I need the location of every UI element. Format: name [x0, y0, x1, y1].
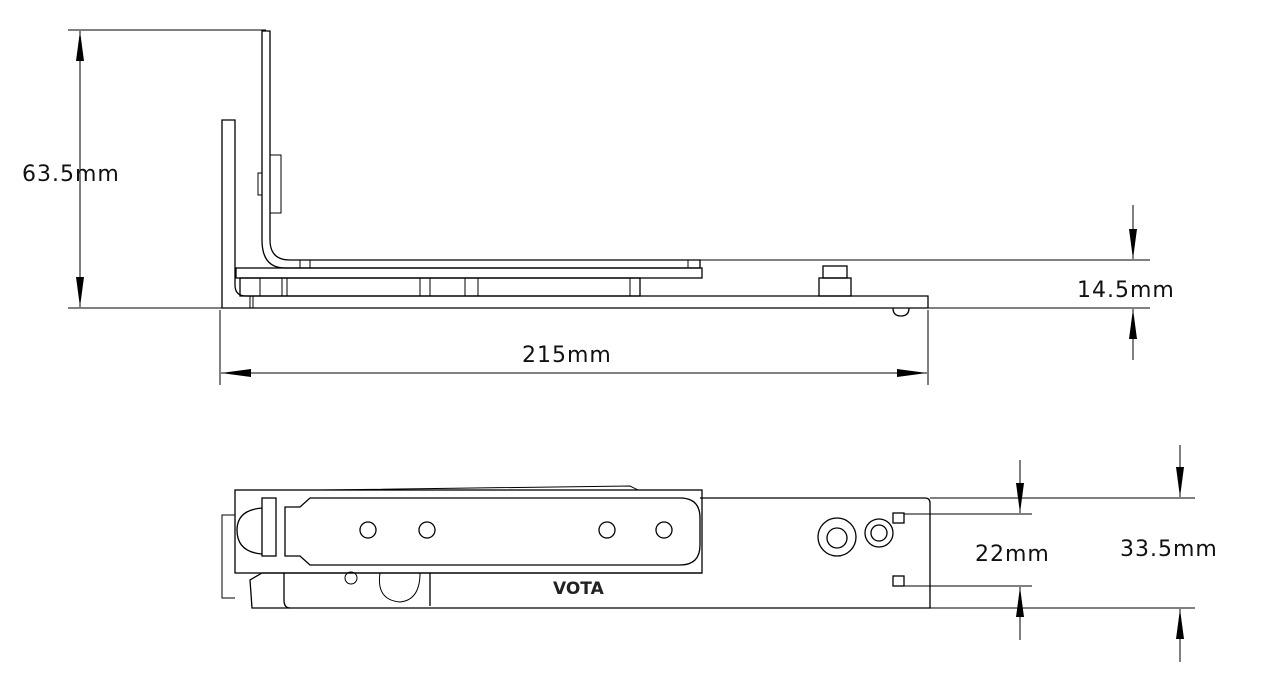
adjust-knob	[822, 265, 848, 279]
inner-bracket	[261, 30, 701, 269]
cam-bolt	[817, 517, 857, 557]
middle-plate	[235, 267, 703, 279]
hole	[598, 521, 616, 539]
strap	[284, 497, 701, 566]
roller	[892, 307, 910, 317]
hole	[655, 521, 673, 539]
slot	[892, 512, 905, 524]
top-plate	[234, 489, 703, 574]
hole	[418, 521, 436, 539]
side-view: 63.5mm 14.5mm 215mm	[22, 29, 1175, 385]
screw	[864, 518, 894, 548]
height-dimension-label: 63.5mm	[22, 162, 120, 187]
slot	[892, 575, 905, 587]
clip	[269, 154, 282, 214]
thickness-dimension-label: 14.5mm	[1077, 278, 1175, 303]
length-dimension-label: 215mm	[522, 343, 612, 368]
hole-spacing-dimension-label: 22mm	[975, 542, 1050, 567]
hole	[359, 521, 377, 539]
cylinder	[261, 497, 277, 557]
lower-plate	[239, 277, 641, 297]
brand-logo: VOTA	[553, 579, 605, 599]
base-body	[283, 497, 931, 609]
width-dimension-label: 33.5mm	[1120, 537, 1218, 562]
top-view: VOTA 22mm 33.5mm	[221, 445, 1218, 662]
outer-bracket	[221, 119, 929, 309]
